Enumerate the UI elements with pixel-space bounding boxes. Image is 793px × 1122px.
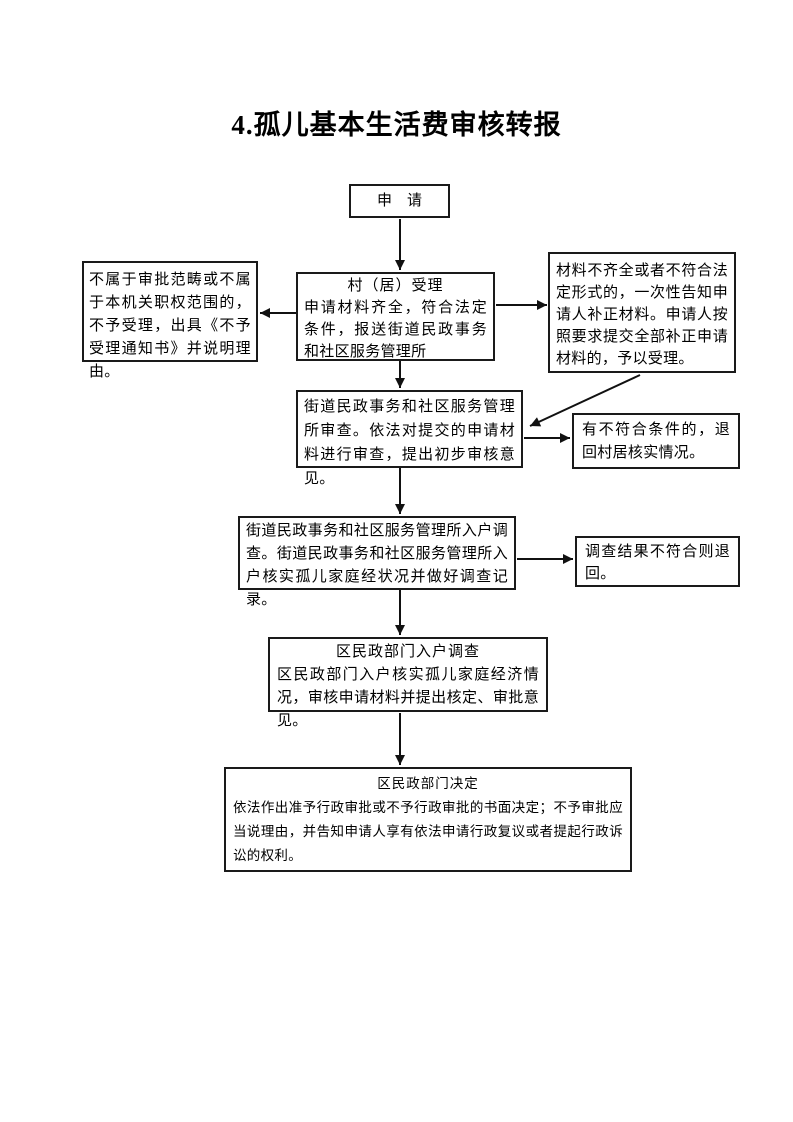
node-not-accepted: 不属于审批范畴或不属于本机关职权范围的，不予受理，出具《不予受理通知书》并说明理…	[82, 261, 258, 380]
node-district-decision-body: 依法作出准予行政审批或不予行政审批的书面决定；不予审批应当说理由，并告知申请人享…	[233, 800, 623, 863]
node-return-if-fail-body: 调查结果不符合则退回。	[585, 544, 730, 582]
node-return-if-fail: 调查结果不符合则退回。	[575, 536, 740, 587]
node-apply-label: 申 请	[376, 192, 422, 209]
node-district-decision-title: 区民政部门决定	[377, 776, 479, 791]
node-district-home-visit-body: 区民政部门入户核实孤儿家庭经济情况，审核申请材料并提出核定、审批意见。	[277, 667, 539, 729]
node-supplement-body: 材料不齐全或者不符合法定形式的，一次性告知申请人补正材料。申请人按照要求提交全部…	[556, 263, 728, 367]
node-district-home-visit-title: 区民政部门入户调查	[335, 644, 480, 660]
node-street-review: 街道民政事务和社区服务管理所审查。依法对提交的申请材料进行审查，提出初步审核意见…	[296, 390, 523, 487]
node-not-accepted-body: 不属于审批范畴或不属于本机关职权范围的，不予受理，出具《不予受理通知书》并说明理…	[89, 272, 251, 380]
page-title: 4.孤儿基本生活费审核转报	[231, 110, 562, 140]
node-street-home-visit: 街道民政事务和社区服务管理所入户调查。街道民政事务和社区服务管理所入户核实孤儿家…	[238, 516, 516, 608]
node-return-to-village: 有不符合条件的，退回村居核实情况。	[572, 413, 740, 469]
node-village-acceptance: 村（居）受理 申请材料齐全，符合法定条件，报送街道民政事务和社区服务管理所	[296, 272, 495, 361]
node-district-home-visit: 区民政部门入户调查 区民政部门入户核实孤儿家庭经济情况，审核申请材料并提出核定、…	[268, 637, 548, 729]
node-street-review-body: 街道民政事务和社区服务管理所审查。依法对提交的申请材料进行审查，提出初步审核意见…	[304, 399, 515, 487]
node-supplement-materials: 材料不齐全或者不符合法定形式的，一次性告知申请人补正材料。申请人按照要求提交全部…	[548, 252, 736, 373]
node-village-title: 村（居）受理	[347, 278, 444, 294]
node-village-body: 申请材料齐全，符合法定条件，报送街道民政事务和社区服务管理所	[304, 300, 487, 360]
node-return-to-village-body: 有不符合条件的，退回村居核实情况。	[582, 422, 730, 461]
node-district-decision: 区民政部门决定 依法作出准予行政审批或不予行政审批的书面决定；不予审批应当说理由…	[224, 767, 632, 872]
node-apply: 申 请	[349, 184, 450, 218]
node-street-home-visit-body: 街道民政事务和社区服务管理所入户调查。街道民政事务和社区服务管理所入户核实孤儿家…	[246, 523, 508, 608]
